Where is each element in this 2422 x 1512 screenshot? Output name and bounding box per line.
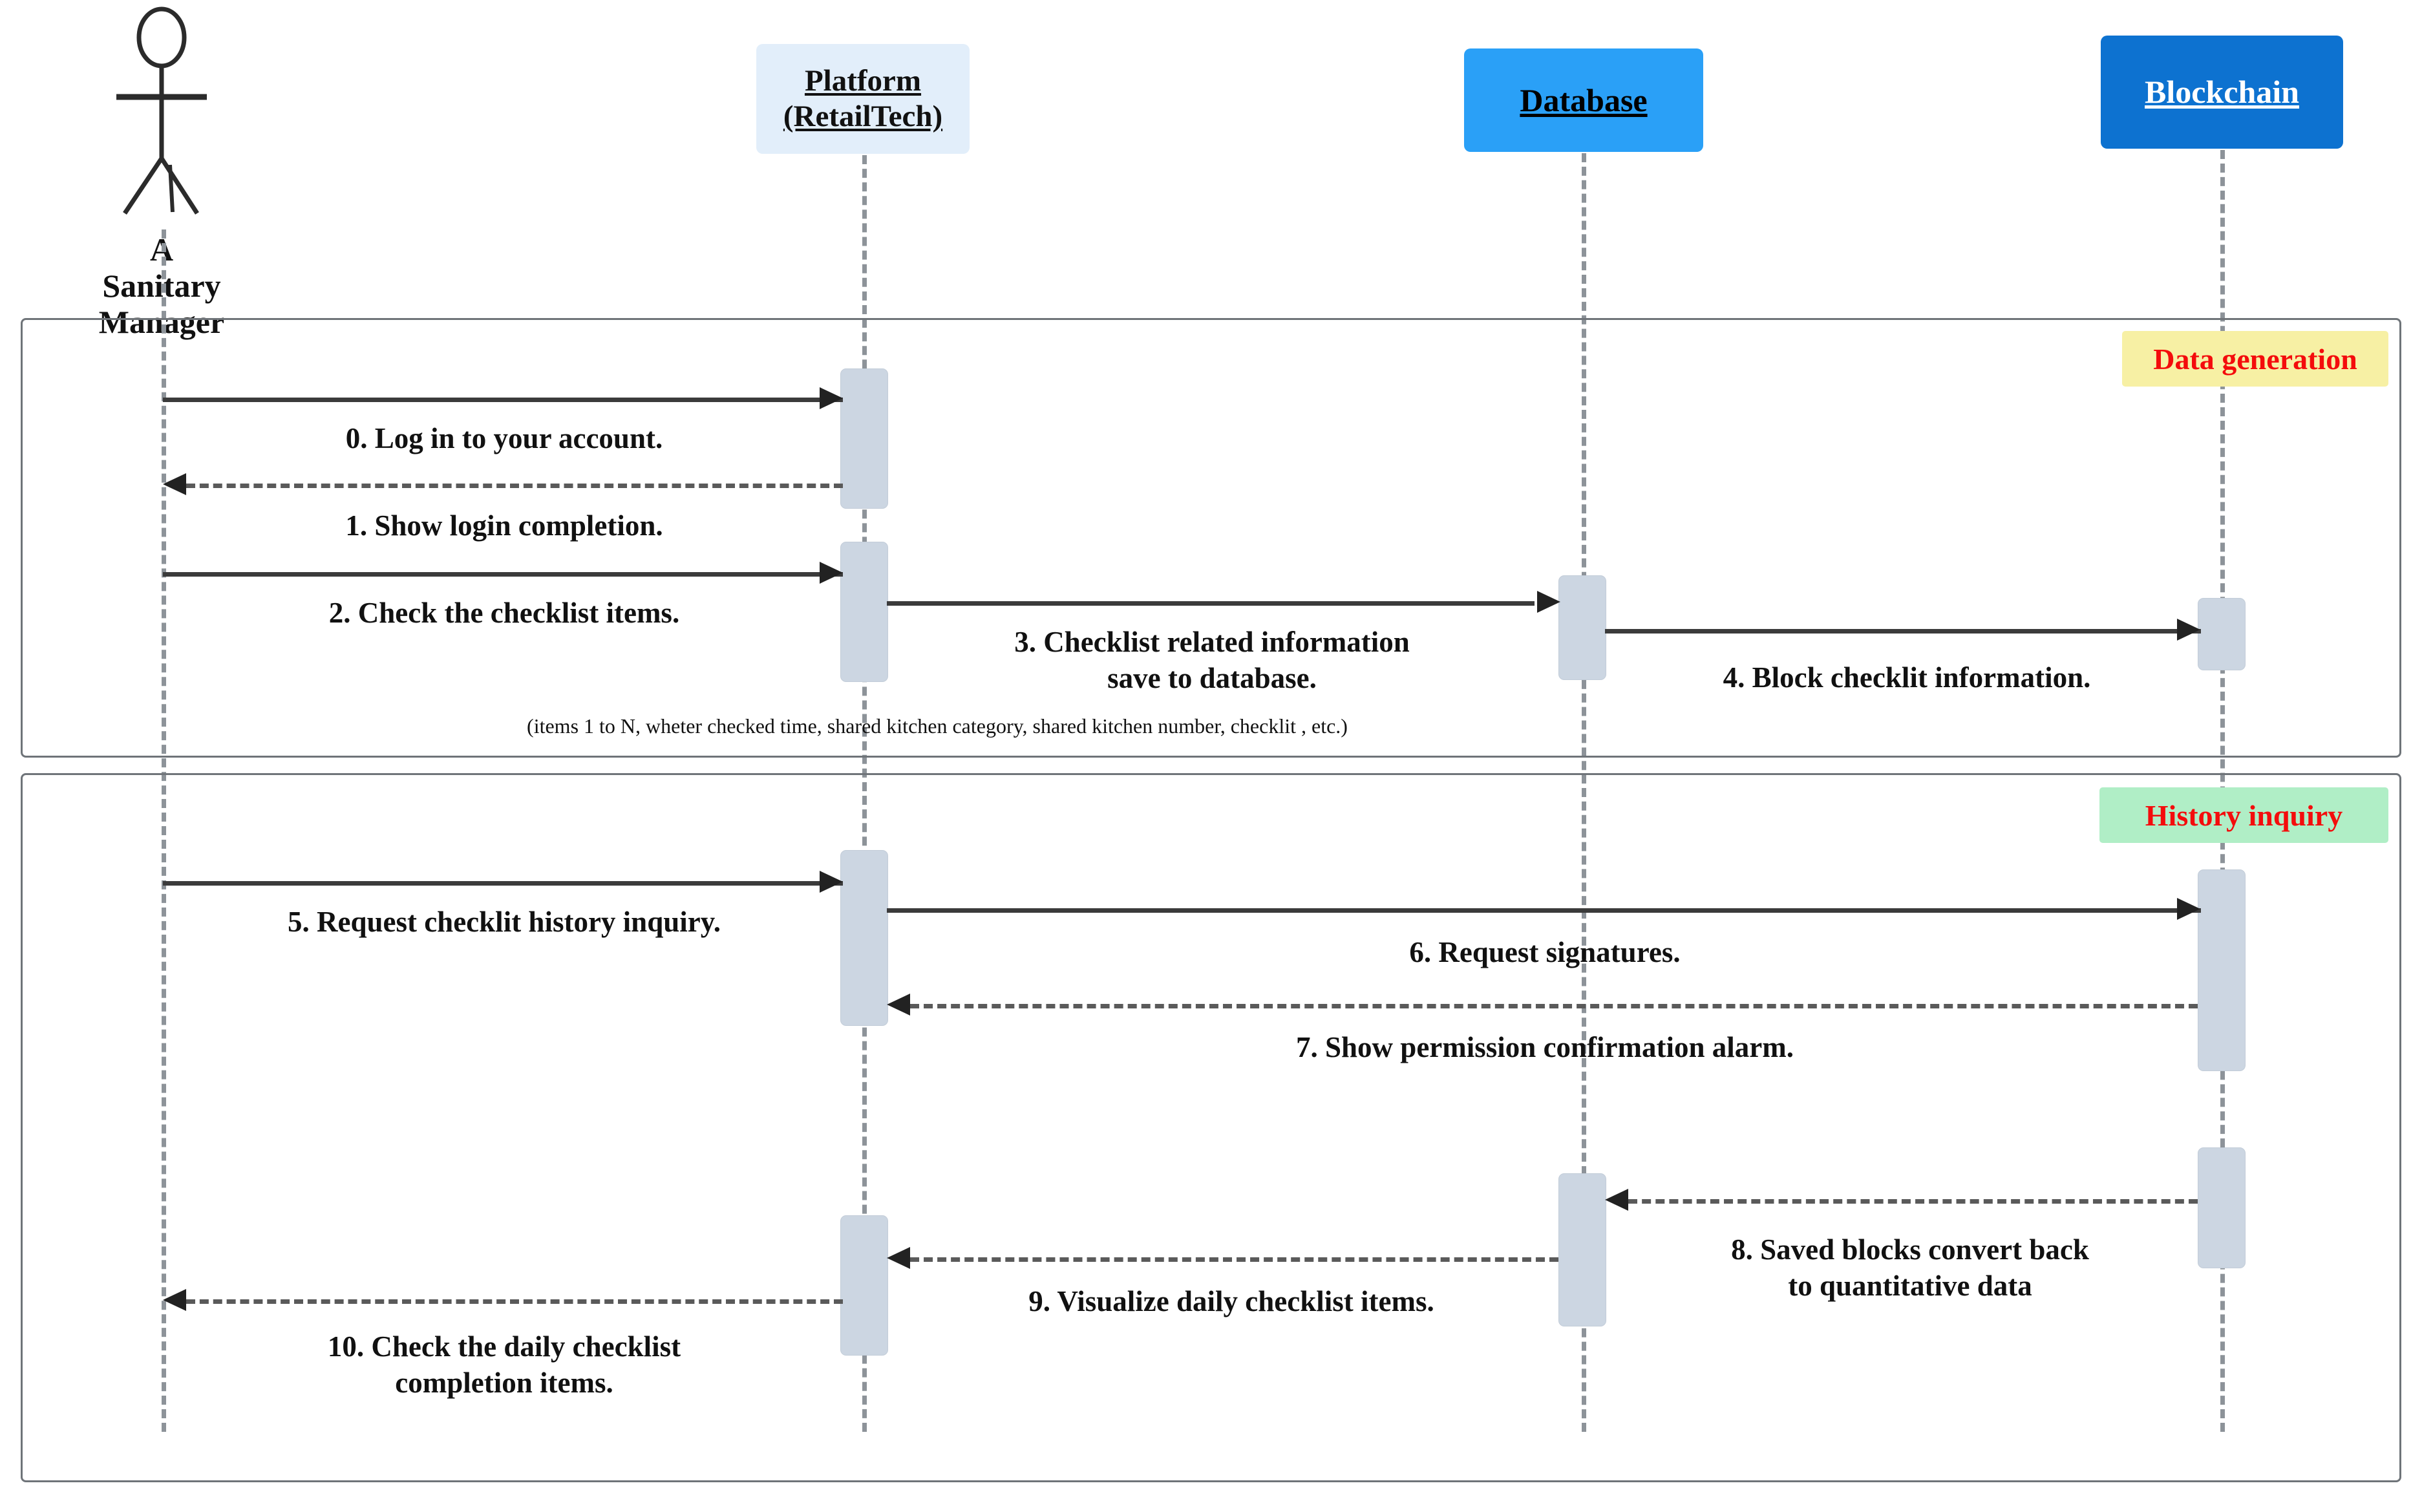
activation-blockchain-convert <box>2198 1147 2246 1268</box>
lifeline-platform <box>862 155 867 1432</box>
message-5-label: 5. Request checklit history inquiry. <box>287 906 721 938</box>
message-4-arrowhead <box>2177 619 2200 641</box>
message-3-line <box>887 601 1535 606</box>
lifeline-actor <box>162 229 166 1432</box>
message-3-arrowhead <box>1537 591 1560 613</box>
message-9-label: 9. Visualize daily checklist items. <box>1028 1285 1434 1317</box>
participant-platform-label: Platform (RetailTech) <box>783 63 943 133</box>
participant-blockchain[interactable]: Blockchain <box>2101 36 2343 149</box>
participant-platform[interactable]: Platform (RetailTech) <box>756 44 970 154</box>
message-10-line <box>186 1299 843 1304</box>
fragment-data-generation <box>21 318 2401 758</box>
message-0-arrowhead <box>820 387 843 409</box>
fragment-tag-data-generation: Data generation <box>2122 331 2388 387</box>
actor-sanitary-manager: A Sanitary Manager <box>90 6 233 340</box>
message-1-arrowhead <box>163 473 186 495</box>
message-8-line <box>1628 1199 2198 1204</box>
message-5-line <box>163 881 843 886</box>
fragment-tag-history-inquiry-label: History inquiry <box>2145 798 2343 832</box>
message-6-arrowhead <box>2177 898 2200 920</box>
fragment-tag-data-generation-label: Data generation <box>2153 342 2357 376</box>
actor-label: A Sanitary Manager <box>98 231 225 340</box>
activation-platform-visualize <box>840 1215 888 1356</box>
activation-database-save <box>1558 575 1606 680</box>
fragment-tag-history-inquiry: History inquiry <box>2099 787 2388 843</box>
activation-platform-check <box>840 542 888 682</box>
activation-blockchain-sign <box>2198 869 2246 1071</box>
message-8-arrowhead <box>1605 1189 1628 1211</box>
message-6-line <box>887 908 2201 913</box>
message-9-arrowhead <box>887 1247 910 1269</box>
message-0-line <box>163 398 843 402</box>
activation-platform-history <box>840 850 888 1026</box>
message-10-label: 10. Check the daily checklist completion… <box>327 1330 681 1400</box>
fragment-history-inquiry <box>21 773 2401 1482</box>
message-2-line <box>163 572 843 577</box>
message-7-line <box>910 1004 2198 1008</box>
lifeline-database <box>1582 153 1586 1432</box>
note-checklist-fields: (items 1 to N, wheter checked time, shar… <box>527 714 1348 738</box>
message-0-label: 0. Log in to your account. <box>345 422 663 454</box>
message-6-label: 6. Request signatures. <box>1409 936 1681 968</box>
message-3-label: 3. Checklist related information save to… <box>1014 626 1410 695</box>
message-8-label: 8. Saved blocks convert back to quantita… <box>1731 1233 2089 1303</box>
message-9-line <box>910 1257 1558 1262</box>
activation-platform-login <box>840 368 888 509</box>
participant-database-label: Database <box>1520 81 1648 118</box>
message-5-arrowhead <box>820 871 843 893</box>
message-10-arrowhead <box>163 1289 186 1311</box>
message-2-label: 2. Check the checklist items. <box>328 597 680 629</box>
participant-blockchain-label: Blockchain <box>2145 74 2299 110</box>
message-7-label: 7. Show permission confirmation alarm. <box>1296 1031 1794 1063</box>
message-4-line <box>1605 629 2201 634</box>
message-7-arrowhead <box>887 994 910 1016</box>
message-2-arrowhead <box>820 562 843 584</box>
message-1-label: 1. Show login completion. <box>345 509 663 542</box>
participant-database[interactable]: Database <box>1464 48 1703 152</box>
activation-blockchain-block <box>2198 598 2246 670</box>
message-1-line <box>186 484 843 488</box>
message-4-label: 4. Block checklit information. <box>1723 661 2091 694</box>
stick-figure-actor-icon <box>116 6 207 215</box>
activation-database-visualize <box>1558 1173 1606 1326</box>
